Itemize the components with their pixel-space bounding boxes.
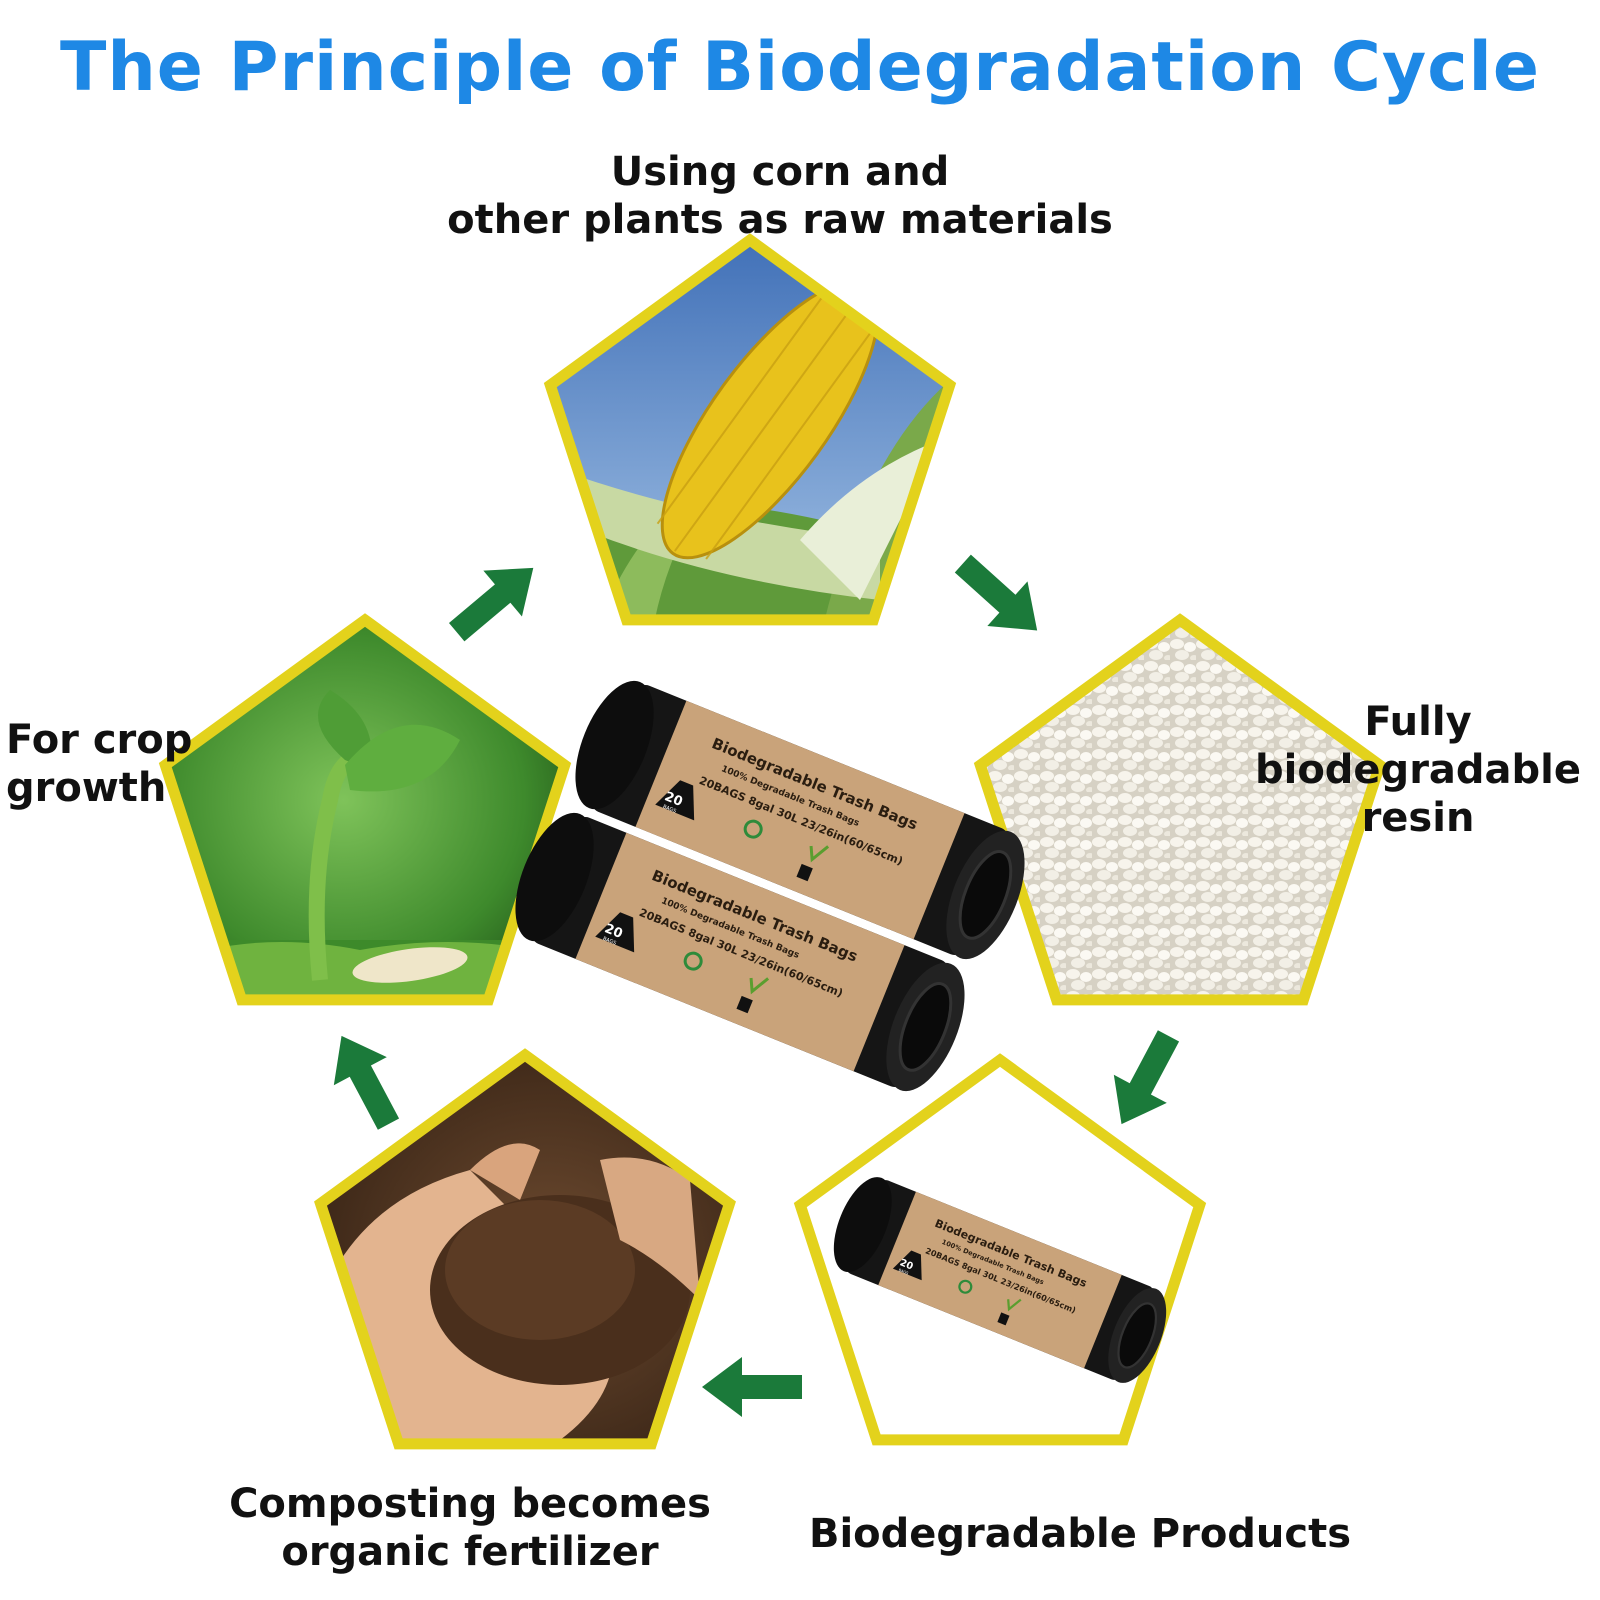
corn-image xyxy=(550,240,950,620)
label-raw-materials: Using corn and other plants as raw mater… xyxy=(380,148,1180,244)
roll-count-text: 20 xyxy=(662,789,684,810)
leaf-check-icon xyxy=(749,977,770,995)
roll-count-text: 20 xyxy=(602,921,624,942)
label-compost: Composting becomes organic fertilizer xyxy=(200,1480,740,1576)
pentagon-frame-resin xyxy=(973,613,1387,1006)
pentagon-frame-raw-materials xyxy=(543,233,957,626)
pentagon-frame-growth xyxy=(158,613,572,1006)
label-raw-materials-line1: Using corn and xyxy=(610,149,950,195)
bag-icon xyxy=(655,780,695,821)
label-resin: Fully biodegradable resin xyxy=(1238,698,1598,842)
arrow-products-to-compost xyxy=(702,1357,802,1417)
leaf-check-icon xyxy=(809,845,830,863)
label-growth-line1: For crop xyxy=(6,717,193,763)
label-compost-line1: Composting becomes xyxy=(229,1481,711,1527)
pentagon-frame-compost xyxy=(314,1048,736,1450)
recycle-icon xyxy=(683,951,703,971)
compost-soil-image xyxy=(320,1055,730,1444)
bag-icon xyxy=(595,912,635,953)
bin-icon xyxy=(736,995,753,1014)
roll-count-unit-text: BAGS xyxy=(898,1268,910,1276)
label-resin-line2: biodegradable xyxy=(1254,747,1582,793)
arrow-compost-to-growth xyxy=(333,1035,400,1130)
arrow-raw-to-resin xyxy=(954,554,1038,631)
label-resin-line3: resin xyxy=(1361,795,1475,841)
recycle-icon xyxy=(958,1279,973,1294)
roll-count-unit-text: BAGS xyxy=(662,804,677,815)
pentagon-frame-products xyxy=(793,1053,1207,1446)
seedling-image xyxy=(165,620,565,1000)
label-products-line1: Biodegradable Products xyxy=(808,1511,1352,1557)
bin-icon xyxy=(997,1312,1010,1326)
label-products: Biodegradable Products xyxy=(800,1510,1360,1558)
bag-icon xyxy=(892,1250,922,1281)
leaf-check-icon xyxy=(1007,1298,1022,1312)
arrow-growth-to-raw xyxy=(448,567,534,642)
label-resin-line1: Fully xyxy=(1364,699,1472,745)
label-raw-materials-line2: other plants as raw materials xyxy=(447,197,1113,243)
bin-icon xyxy=(796,863,813,882)
roll-count-text: 20 xyxy=(898,1257,915,1272)
recycle-icon xyxy=(743,819,763,839)
diagram-title: The Principle of Biodegradation Cycle xyxy=(60,28,1540,107)
label-growth-line2: growth xyxy=(6,765,167,811)
label-growth: For crop growth xyxy=(6,716,226,812)
label-compost-line2: organic fertilizer xyxy=(281,1529,659,1575)
arrow-resin-to-products xyxy=(1113,1030,1180,1125)
roll-count-unit-text: BAGS xyxy=(602,936,617,947)
